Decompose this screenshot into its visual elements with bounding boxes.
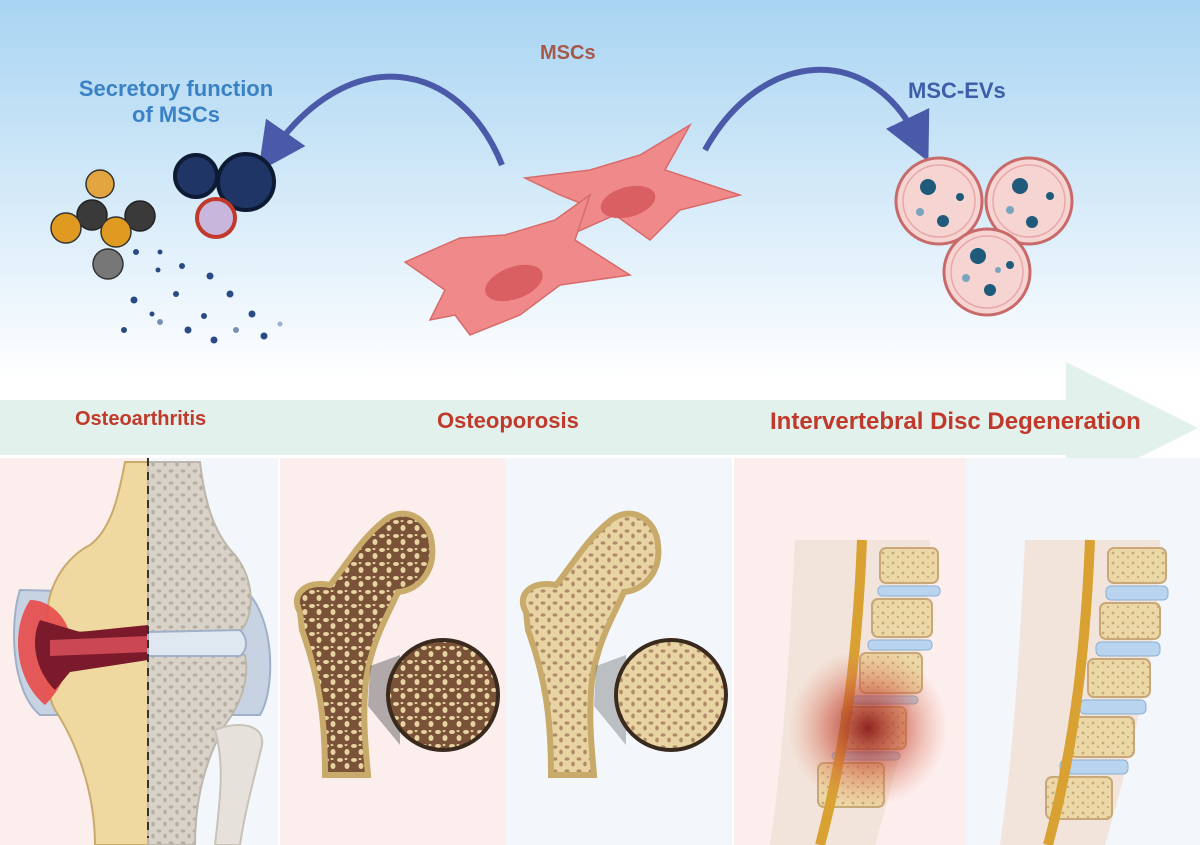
dot — [260, 332, 268, 340]
dot — [248, 310, 256, 318]
cargo — [1026, 216, 1038, 228]
disc — [1059, 759, 1129, 775]
dot — [155, 267, 161, 273]
ev-vesicle — [942, 227, 1032, 317]
joint-space-inflamed — [50, 636, 148, 656]
cargo — [1046, 192, 1054, 200]
dot — [184, 326, 192, 334]
secreted-dots — [121, 249, 283, 344]
msc-nucleus-back — [600, 185, 656, 219]
vertebra — [1107, 547, 1167, 584]
ev-vesicle-inner — [950, 235, 1024, 309]
cargo — [937, 215, 949, 227]
dot — [157, 319, 163, 325]
dot — [226, 290, 234, 298]
secretory-label-line2: of MSCs — [132, 102, 220, 127]
cargo — [916, 208, 924, 216]
osteoporosis-label: Osteoporosis — [437, 408, 579, 433]
cargo — [962, 274, 970, 282]
secretory-label-line1: Secretory function — [78, 76, 274, 101]
dot — [277, 321, 283, 327]
osteoporotic-femur — [293, 510, 500, 778]
ev-vesicle-inner — [992, 164, 1066, 238]
cargo — [956, 193, 964, 201]
dot — [233, 327, 239, 333]
cargo — [920, 179, 936, 195]
dark-sphere — [76, 199, 108, 231]
navy-vesicle — [216, 152, 276, 212]
inflammation-glow — [788, 648, 948, 808]
grey-sphere — [92, 248, 124, 280]
cargo — [995, 267, 1001, 273]
magnified-trabecular — [386, 638, 500, 752]
osteoarthritis-label: Osteoarthritis — [75, 408, 207, 430]
dot — [149, 311, 155, 317]
vertebra — [1099, 602, 1161, 640]
cargo — [970, 248, 986, 264]
magnified-trabecular — [614, 638, 728, 752]
disc — [877, 585, 941, 597]
msc-nucleus-front — [485, 264, 543, 302]
msc-cell-front — [403, 193, 633, 336]
orange-sphere — [100, 216, 132, 248]
secreted-factors — [50, 152, 283, 344]
dot — [210, 336, 218, 344]
joint-space-healthy — [147, 628, 247, 657]
femur-outline — [519, 510, 662, 778]
disc — [867, 639, 933, 651]
healthy-femur — [519, 510, 728, 778]
cargo — [984, 284, 996, 296]
disc — [1105, 585, 1169, 601]
dot — [121, 327, 127, 333]
lilac-vesicle — [195, 197, 237, 239]
orange-sphere — [50, 212, 82, 244]
arrow-to-evs — [702, 66, 930, 162]
dot — [206, 272, 214, 280]
healthy-spine — [1000, 539, 1169, 845]
dot — [173, 291, 179, 297]
knee-joint-illustration — [13, 458, 272, 845]
idd-label: Intervertebral Disc Degeneration — [770, 408, 1141, 435]
femur-healthy — [147, 461, 252, 633]
vertebra — [871, 598, 933, 638]
disc — [1095, 641, 1161, 657]
cargo — [1006, 206, 1014, 214]
spinal-cord — [1043, 539, 1095, 845]
cargo — [1012, 178, 1028, 194]
arrow-to-secretory — [258, 73, 505, 172]
disc — [1079, 699, 1147, 715]
dark-sphere — [124, 200, 156, 232]
vertebra — [879, 547, 939, 584]
degenerated-spine — [770, 539, 948, 845]
fibula — [213, 724, 264, 845]
femur-outline — [293, 510, 436, 778]
mscs-label: MSCs — [540, 42, 596, 64]
dot — [133, 249, 139, 255]
secretory-function-label: Secretory function of MSCs — [40, 76, 312, 128]
cargo — [1006, 261, 1014, 269]
ev-vesicle — [984, 156, 1074, 246]
navy-vesicle — [173, 153, 219, 199]
vertebra — [1069, 716, 1135, 758]
msc-evs-label: MSC-EVs — [908, 78, 1006, 103]
progression-arrow-band — [0, 362, 1198, 494]
dot — [201, 313, 207, 319]
dot — [157, 249, 163, 255]
ev-vesicle — [894, 156, 984, 246]
dot — [130, 296, 138, 304]
vertebra — [1087, 658, 1151, 698]
orange-sphere — [85, 169, 115, 199]
dot — [179, 263, 185, 269]
ev-vesicle-inner — [902, 164, 976, 238]
msc-cells — [403, 122, 743, 336]
msc-evs — [894, 156, 1074, 317]
ev-cargo — [916, 178, 1054, 296]
